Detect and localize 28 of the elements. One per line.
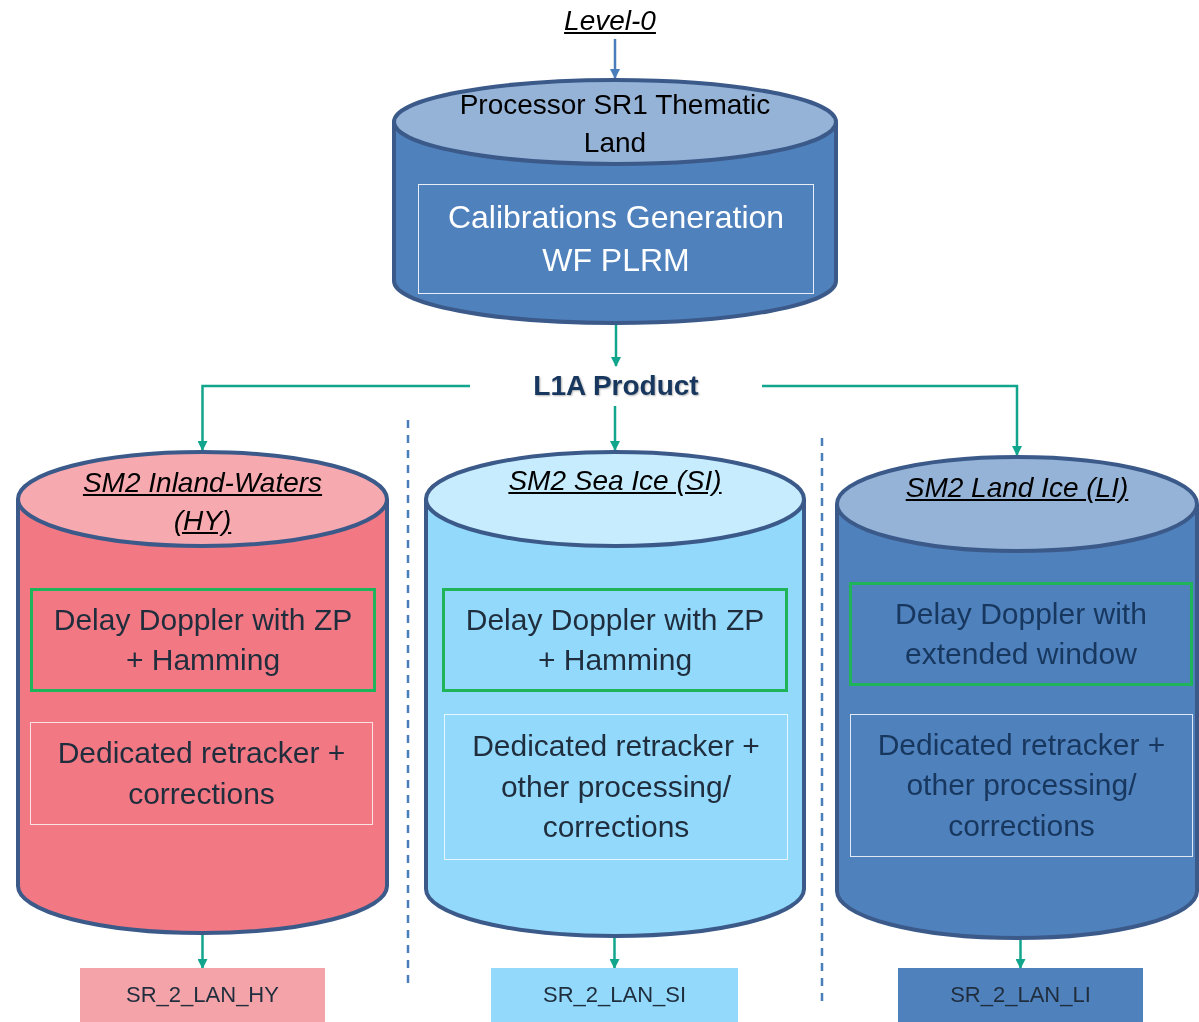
process-box: Delay Doppler with ZP + Hamming	[30, 588, 376, 692]
arrow	[197, 935, 208, 969]
node-title: SM2 Land Ice (LI)	[904, 471, 1130, 505]
database-cylinder	[392, 78, 838, 325]
process-box: Dedicated retracker + other processing/ corrections	[444, 714, 788, 860]
node-title: Processor SR1 Thematic Land	[458, 88, 772, 160]
process-box: Dedicated retracker + corrections	[30, 722, 373, 825]
node-title: SM2 Inland-Waters (HY)	[81, 466, 324, 538]
process-box: SR_2_LAN_SI	[491, 968, 738, 1022]
text-label: L1A Product	[470, 366, 762, 406]
process-box: Dedicated retracker + other processing/ corrections	[850, 714, 1193, 857]
database-cylinder	[835, 455, 1199, 940]
database-cylinder	[16, 450, 389, 935]
process-box: Calibrations Generation WF PLRM	[418, 184, 814, 294]
arrow	[611, 325, 621, 367]
database-cylinder	[424, 450, 806, 938]
process-box: SR_2_LAN_LI	[898, 968, 1143, 1022]
arrow	[609, 938, 620, 969]
arrow	[1015, 940, 1026, 969]
process-box: Delay Doppler with ZP + Hamming	[442, 588, 788, 692]
process-box: Delay Doppler with extended window	[849, 582, 1193, 686]
node-title: SM2 Sea Ice (SI)	[507, 464, 723, 498]
arrow	[610, 39, 620, 79]
text-label: Level-0	[545, 3, 675, 39]
arrow	[762, 384, 1022, 456]
arrow	[197, 384, 470, 451]
process-box: SR_2_LAN_HY	[80, 968, 325, 1022]
arrow	[610, 406, 620, 451]
